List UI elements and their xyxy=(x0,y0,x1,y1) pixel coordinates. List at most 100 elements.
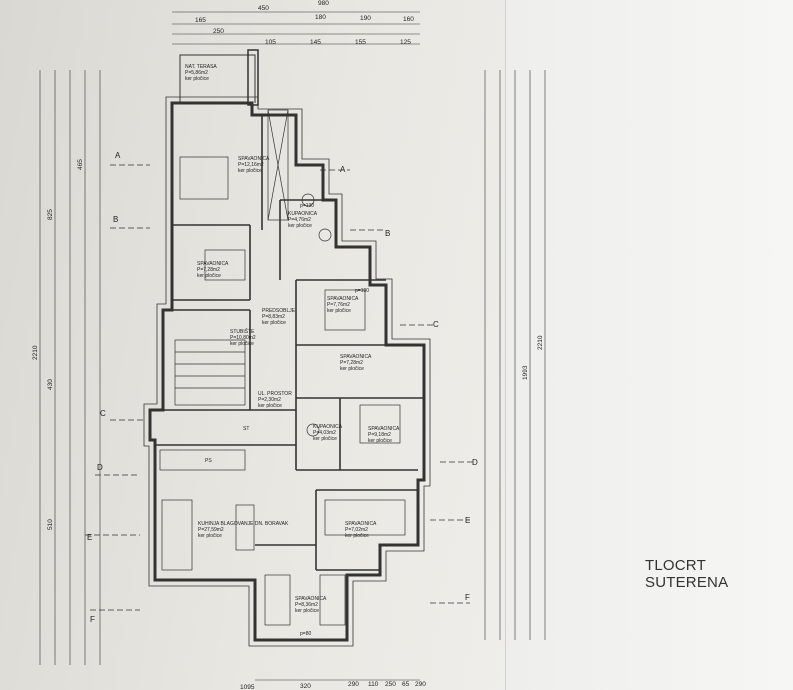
interior-walls xyxy=(155,115,424,571)
section-mark-e: E xyxy=(87,533,92,542)
room-name: PREDSOBLJE xyxy=(262,308,296,314)
dim-top: 190 xyxy=(360,15,371,22)
dim-top: 155 xyxy=(355,39,366,46)
room-area: P=7,76m2 xyxy=(327,302,350,308)
room-name: SPAVAONICA xyxy=(295,596,327,602)
stair-label: ST xyxy=(243,426,249,432)
dimension-lines xyxy=(39,11,546,681)
dim-bottom: 290 xyxy=(348,681,359,688)
room-area: P=5,86m2 xyxy=(185,70,208,76)
room-finish: ker pločice xyxy=(230,341,254,347)
dim-right: 1993 xyxy=(522,365,529,380)
chimney-label: PS xyxy=(205,458,212,464)
room-area: P=4,03m2 xyxy=(313,430,336,436)
room-name: SPAVAONICA xyxy=(340,354,372,360)
sill-height: p=130 xyxy=(300,203,314,209)
dim-left: 825 xyxy=(47,209,54,220)
section-mark-f: F xyxy=(465,593,470,602)
dim-top: 145 xyxy=(310,39,321,46)
room-label: KUHINJA BLAGOVANJE DN. BORAVAKP=27,59m2k… xyxy=(198,521,289,539)
section-mark-d: D xyxy=(97,463,103,472)
section-mark-f: F xyxy=(90,615,95,624)
section-mark-b: B xyxy=(113,215,118,224)
dim-bottom: 1095 xyxy=(240,684,255,690)
dim-top: 160 xyxy=(403,16,414,23)
dim-left: 465 xyxy=(77,159,84,170)
dim-bottom: 110 xyxy=(368,681,379,688)
section-mark-e: E xyxy=(465,516,470,525)
room-finish: ker pločice xyxy=(313,436,337,442)
room-area: P=8,83m2 xyxy=(262,314,285,320)
dim-top: 250 xyxy=(213,28,224,35)
room-name: STUBIŠTE xyxy=(230,328,255,335)
room-area: P=7,02m2 xyxy=(345,527,368,533)
section-mark-d: D xyxy=(472,458,478,467)
room-area: P=2,30m2 xyxy=(258,397,281,403)
room-name: SPAVAONICA xyxy=(327,296,359,302)
sill-height: p=100 xyxy=(355,288,369,294)
terrace-outline xyxy=(179,54,256,103)
room-finish: ker pločice xyxy=(262,320,286,326)
section-mark-c: C xyxy=(433,320,439,329)
room-finish: ker pločice xyxy=(295,608,319,614)
furniture xyxy=(159,109,406,626)
dim-top: 105 xyxy=(265,39,276,46)
room-name: SPAVAONICA xyxy=(238,156,270,162)
room-name: NAT. TERASA xyxy=(185,64,217,70)
paper-sheet-edge xyxy=(505,0,793,690)
dim-top: 165 xyxy=(195,17,206,24)
room-name: KUPAONICA xyxy=(288,211,318,217)
room-area: P=27,59m2 xyxy=(198,527,224,533)
room-finish: ker pločice xyxy=(340,366,364,372)
room-finish: ker pločice xyxy=(327,308,351,314)
drawing-title: TLOCRT SUTERENA xyxy=(645,557,729,591)
dim-top: 980 xyxy=(318,0,329,7)
section-lines xyxy=(85,164,475,611)
room-finish: ker pločice xyxy=(197,273,221,279)
room-finish: ker pločice xyxy=(238,168,262,174)
room-name: KUPAONICA xyxy=(313,424,343,430)
section-mark-a: A xyxy=(115,151,121,160)
room-area: P=7,28m2 xyxy=(340,360,363,366)
room-finish: ker pločice xyxy=(345,533,369,539)
room-area: P=8,36m2 xyxy=(295,602,318,608)
room-name: SPAVAONICA xyxy=(197,261,229,267)
room-finish: ker pločice xyxy=(185,76,209,82)
room-finish: ker pločice xyxy=(198,533,222,539)
dim-top: 125 xyxy=(400,39,411,46)
section-mark-c: C xyxy=(100,409,106,418)
dim-top: 450 xyxy=(258,5,269,12)
room-finish: ker pločice xyxy=(288,223,312,229)
dim-left: 2210 xyxy=(32,345,39,360)
dim-bottom: 320 xyxy=(300,683,311,690)
dim-right: 2210 xyxy=(537,335,544,350)
section-mark-a: A xyxy=(340,165,346,174)
dim-bottom: 250 xyxy=(385,681,396,688)
room-name: UL. PROSTOR xyxy=(258,391,292,397)
sill-height: p=80 xyxy=(300,631,311,637)
room-name: KUHINJA BLAGOVANJE DN. BORAVAK xyxy=(198,521,289,527)
dim-left: 430 xyxy=(47,379,54,390)
dim-bottom: 290 xyxy=(415,681,426,688)
outer-wall xyxy=(148,101,426,642)
room-finish: ker pločice xyxy=(368,438,392,444)
room-area: P=7,28m2 xyxy=(197,267,220,273)
room-name: SPAVAONICA xyxy=(345,521,377,527)
dim-bottom: 65 xyxy=(402,681,410,688)
room-area: P=10,80m2 xyxy=(230,335,256,341)
